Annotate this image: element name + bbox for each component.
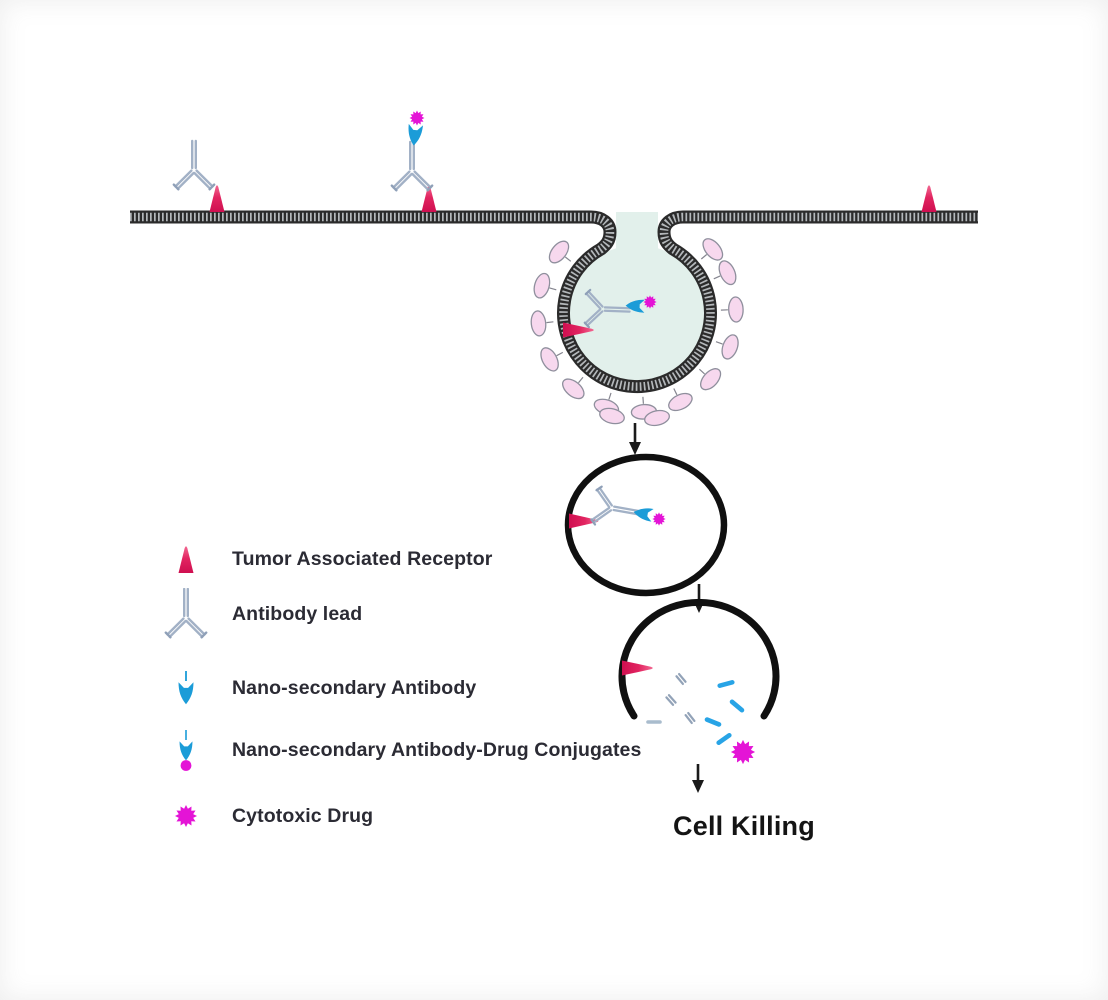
endocytic-pit-lumen xyxy=(569,212,705,381)
tumor-associated-receptor-icon xyxy=(162,543,210,575)
antibody-fragments xyxy=(665,672,696,725)
cytotoxic-drug-icon xyxy=(162,803,210,829)
cytotoxic-drug-icon xyxy=(409,110,425,126)
legend-label: Tumor Associated Receptor xyxy=(232,547,493,570)
clathrin-coat xyxy=(530,238,744,427)
antibody-lead-icon xyxy=(390,140,434,192)
coat-ovals xyxy=(530,238,744,427)
surface-complexes xyxy=(172,110,937,212)
legend-item-cytotoxic-drug: Cytotoxic Drug xyxy=(162,792,373,840)
nano-secondary-antibody-drug-conjugate-icon xyxy=(162,727,210,773)
arrow-degradation xyxy=(693,584,705,613)
legend-label: Nano-secondary Antibody xyxy=(232,676,477,699)
antibody-lead-icon xyxy=(172,139,216,191)
legend-label: Antibody lead xyxy=(232,602,363,625)
cell-membrane xyxy=(130,210,978,393)
legend-item-nano-secondary-antibody-drug-conjugates: Nano-secondary Antibody-Drug Conjugates xyxy=(162,726,641,774)
legend-label: Nano-secondary Antibody-Drug Conjugates xyxy=(232,738,642,761)
legend-item-tumor-associated-receptor: Tumor Associated Receptor xyxy=(162,535,492,583)
nano-secondary-antibody-icon xyxy=(632,505,654,522)
released-cytotoxic-drug-icon xyxy=(730,739,756,765)
coat-linker-ticks xyxy=(546,254,728,404)
tumor-associated-receptor-icon xyxy=(622,660,653,676)
legend-item-antibody-lead: Antibody lead xyxy=(162,588,363,640)
cell-killing-label: Cell Killing xyxy=(673,811,815,841)
legend-label: Cytotoxic Drug xyxy=(232,804,374,827)
membrane-hatch-texture xyxy=(130,212,978,391)
endosome-vesicle xyxy=(564,453,728,597)
arrow-internalization xyxy=(629,423,641,455)
arrow-cell-killing xyxy=(692,764,704,793)
cytotoxic-drug-icon xyxy=(652,512,666,526)
ruptured-vesicle xyxy=(618,598,780,765)
legend-item-nano-secondary-antibody: Nano-secondary Antibody xyxy=(162,664,476,712)
nano-secondary-antibody-icon xyxy=(162,669,210,707)
antibody-lead-icon xyxy=(589,484,644,533)
tumor-associated-receptor-icon xyxy=(921,185,937,212)
nanobody-linker-fragments xyxy=(704,680,745,746)
tumor-associated-receptor-icon xyxy=(209,185,225,212)
antibody-lead-icon xyxy=(162,588,210,640)
